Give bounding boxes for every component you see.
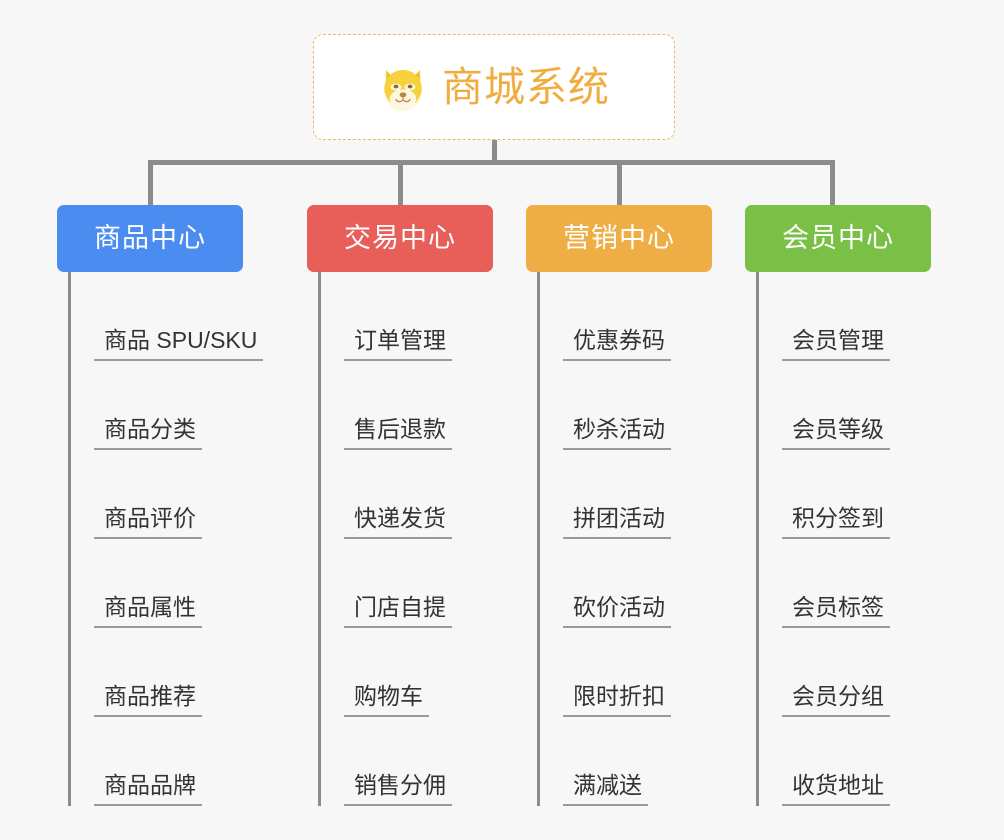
leaf-list-3: 优惠券码 秒杀活动 拼团活动 砍价活动 限时折扣 满减送 [537, 272, 712, 806]
branch-2: 交易中心 订单管理 售后退款 快递发货 门店自提 购物车 销售分佣 [307, 205, 493, 806]
leaf-label: 商品品牌 [94, 772, 202, 806]
dog-face-icon [384, 69, 422, 112]
leaf-label: 快递发货 [344, 505, 452, 539]
leaf-label: 会员分组 [782, 683, 890, 717]
category-label-2: 交易中心 [344, 223, 456, 253]
leaf-label: 会员等级 [782, 416, 890, 450]
list-item[interactable]: 售后退款 [321, 361, 493, 450]
list-item[interactable]: 商品品牌 [71, 717, 263, 806]
leaf-label: 满减送 [563, 772, 648, 806]
leaf-label: 积分签到 [782, 505, 890, 539]
category-box-4[interactable]: 会员中心 [745, 205, 931, 272]
category-label-3: 营销中心 [563, 223, 675, 253]
list-item[interactable]: 会员等级 [759, 361, 931, 450]
list-item[interactable]: 秒杀活动 [540, 361, 712, 450]
branch-1: 商品中心 商品 SPU/SKU 商品分类 商品评价 商品属性 商品推荐 商品品牌 [57, 205, 264, 806]
leaf-label: 售后退款 [344, 416, 452, 450]
connector-drop-1 [148, 160, 153, 205]
connector-drop-2 [398, 160, 403, 205]
list-item[interactable]: 会员管理 [759, 272, 931, 361]
list-item[interactable]: 会员分组 [759, 628, 931, 717]
category-box-3[interactable]: 营销中心 [526, 205, 712, 272]
leaf-label: 商品 SPU/SKU [94, 327, 264, 361]
list-item[interactable]: 商品 SPU/SKU [71, 272, 264, 361]
list-item[interactable]: 积分签到 [759, 450, 931, 539]
list-item[interactable]: 销售分佣 [321, 717, 493, 806]
leaf-label: 会员管理 [782, 327, 890, 361]
list-item[interactable]: 门店自提 [321, 539, 493, 628]
branch-4: 会员中心 会员管理 会员等级 积分签到 会员标签 会员分组 收货地址 [745, 205, 931, 806]
category-label-1: 商品中心 [94, 223, 206, 253]
leaf-label: 购物车 [344, 683, 429, 717]
leaf-label: 商品属性 [94, 594, 202, 628]
branch-3: 营销中心 优惠券码 秒杀活动 拼团活动 砍价活动 限时折扣 满减送 [526, 205, 712, 806]
list-item[interactable]: 会员标签 [759, 539, 931, 628]
list-item[interactable]: 订单管理 [321, 272, 493, 361]
root-node[interactable]: 商城系统 [313, 34, 675, 140]
root-title: 商城系统 [442, 63, 610, 110]
leaf-label: 限时折扣 [563, 683, 671, 717]
list-item[interactable]: 拼团活动 [540, 450, 712, 539]
leaf-list-4: 会员管理 会员等级 积分签到 会员标签 会员分组 收货地址 [756, 272, 931, 806]
leaf-label: 砍价活动 [563, 594, 671, 628]
list-item[interactable]: 砍价活动 [540, 539, 712, 628]
list-item[interactable]: 商品属性 [71, 539, 263, 628]
list-item[interactable]: 商品推荐 [71, 628, 263, 717]
connector-drop-3 [617, 160, 622, 205]
leaf-label: 收货地址 [782, 772, 890, 806]
category-box-2[interactable]: 交易中心 [307, 205, 493, 272]
list-item[interactable]: 快递发货 [321, 450, 493, 539]
leaf-label: 门店自提 [344, 594, 452, 628]
connector-root-stem [492, 140, 497, 163]
leaf-label: 商品评价 [94, 505, 202, 539]
list-item[interactable]: 商品评价 [71, 450, 263, 539]
list-item[interactable]: 购物车 [321, 628, 493, 717]
leaf-label: 订单管理 [344, 327, 452, 361]
list-item[interactable]: 限时折扣 [540, 628, 712, 717]
category-box-1[interactable]: 商品中心 [57, 205, 243, 272]
leaf-label: 商品分类 [94, 416, 202, 450]
connector-horizontal-bus [148, 160, 835, 165]
leaf-label: 会员标签 [782, 594, 890, 628]
list-item[interactable]: 商品分类 [71, 361, 263, 450]
leaf-label: 拼团活动 [563, 505, 671, 539]
leaf-label: 销售分佣 [344, 772, 452, 806]
list-item[interactable]: 优惠券码 [540, 272, 712, 361]
leaf-label: 商品推荐 [94, 683, 202, 717]
leaf-label: 优惠券码 [563, 327, 671, 361]
leaf-list-2: 订单管理 售后退款 快递发货 门店自提 购物车 销售分佣 [318, 272, 493, 806]
leaf-list-1: 商品 SPU/SKU 商品分类 商品评价 商品属性 商品推荐 商品品牌 [68, 272, 264, 806]
category-label-4: 会员中心 [782, 223, 894, 253]
list-item[interactable]: 满减送 [540, 717, 712, 806]
connector-drop-4 [830, 160, 835, 205]
list-item[interactable]: 收货地址 [759, 717, 931, 806]
leaf-label: 秒杀活动 [563, 416, 671, 450]
